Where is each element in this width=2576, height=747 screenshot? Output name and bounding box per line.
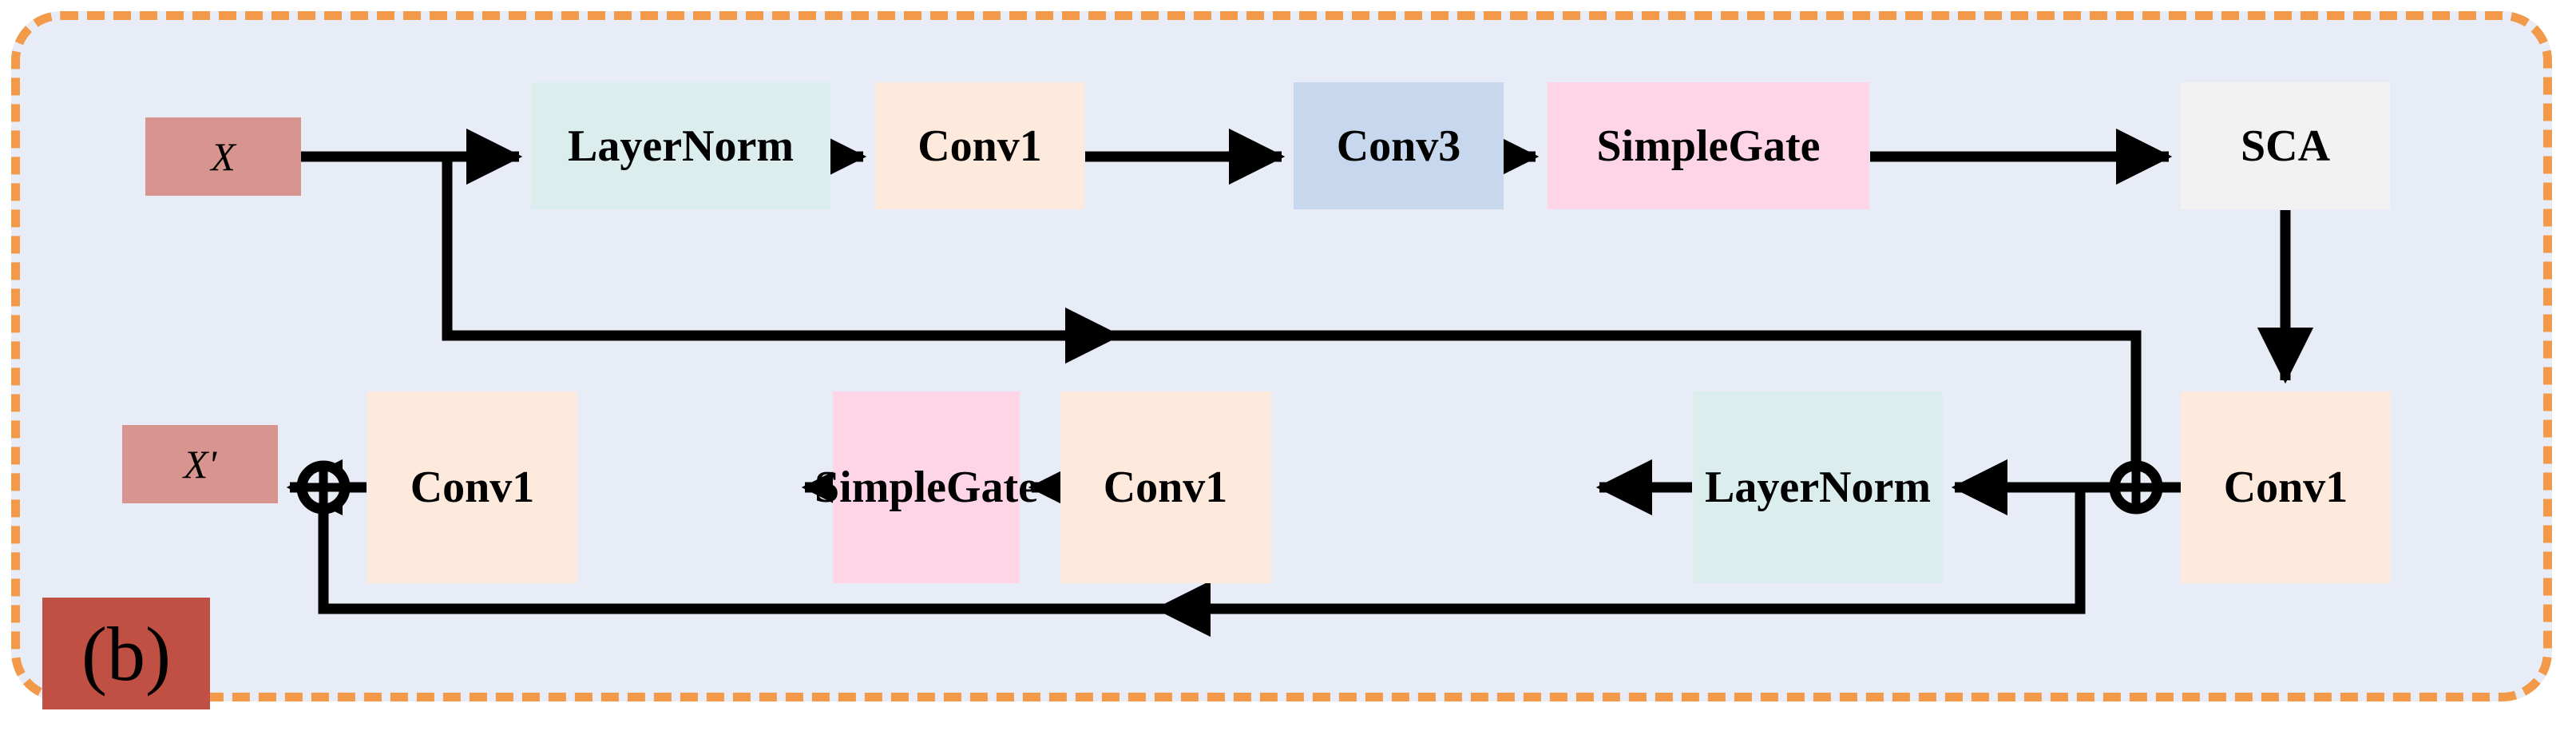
block-diagram-panel [11, 11, 2552, 701]
node-label: Conv1 [1103, 463, 1228, 512]
node-label: X [211, 134, 236, 179]
node-conv3: Conv3 [1294, 82, 1504, 209]
operator-add-bottom [296, 460, 351, 515]
panel-label-b: (b) [42, 598, 210, 709]
node-label: Conv1 [917, 121, 1042, 171]
node-simplegate-1: SimpleGate [1548, 82, 1869, 209]
node-label: Conv3 [1336, 121, 1461, 171]
node-sca: SCA [2181, 82, 2390, 209]
node-conv1-1: Conv1 [875, 82, 1084, 209]
operator-add-top [2109, 460, 2163, 515]
node-label: Conv1 [2223, 463, 2348, 512]
edge-skip-top [442, 157, 2142, 467]
node-label: Conv1 [410, 463, 535, 512]
node-label: LayerNorm [567, 121, 794, 171]
node-output-xprime: X' [122, 425, 278, 503]
node-layernorm-2: LayerNorm [1693, 391, 1943, 583]
node-conv1-4: Conv1 [2181, 391, 2391, 583]
node-label: SCA [2240, 121, 2331, 171]
node-input-x: X [145, 117, 301, 196]
node-conv1-2: Conv1 [367, 391, 577, 583]
node-label: LayerNorm [1704, 463, 1931, 512]
node-label: SimpleGate [814, 463, 1038, 512]
node-layernorm-1: LayerNorm [531, 82, 830, 209]
node-conv1-3: Conv1 [1060, 391, 1270, 583]
node-label: SimpleGate [1596, 121, 1821, 171]
node-simplegate-2: SimpleGate [814, 391, 1038, 583]
panel-label-text: (b) [81, 610, 171, 697]
node-label: X' [183, 442, 217, 487]
